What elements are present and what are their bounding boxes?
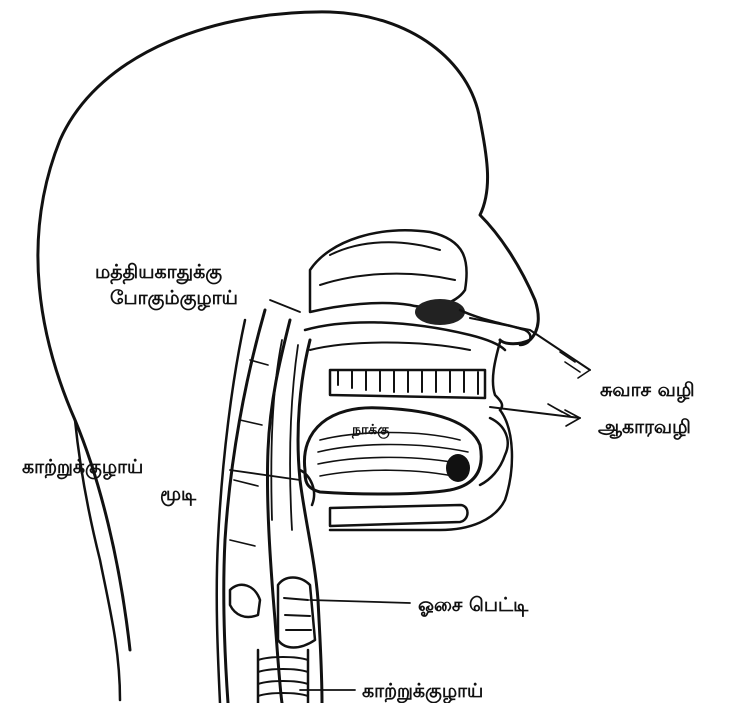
label-food-passage: ஆகாரவழி [598, 416, 691, 440]
upper-lip [493, 342, 502, 410]
arrowhead-air [560, 352, 590, 378]
leader-middle-ear [270, 300, 300, 312]
spine-front [217, 320, 245, 703]
label-windpipe: காற்றுக்குழாய் [362, 680, 483, 703]
label-middle-ear-tube-line2: போகும்குழாய் [110, 287, 238, 311]
leader-voice-box [310, 600, 410, 603]
nasal-turbinate [320, 242, 455, 285]
lower-lip [480, 418, 508, 485]
arrow-air-passage [470, 318, 590, 370]
label-voice-box: ஓசை பெட்டி [418, 594, 529, 616]
lower-jaw [330, 505, 468, 526]
palate-underside [310, 343, 470, 351]
tongue-hatching [318, 433, 468, 479]
spine-hatch [230, 360, 268, 546]
tongue-tip [446, 454, 470, 482]
label-windpipe-cover-line1: காற்றுக்குழாய் [22, 456, 143, 480]
windpipe-structure [258, 650, 308, 703]
spine-back [224, 310, 265, 703]
label-tongue: நாக்கு [351, 422, 390, 439]
label-windpipe-cover-line2: மூடி [160, 483, 197, 507]
pharynx-inner-line [271, 340, 298, 530]
pharynx-front-wall [298, 340, 322, 703]
label-middle-ear-tube-line1: மத்தியகாதுக்கு [95, 261, 222, 285]
label-air-passage: சுவாச வழி [600, 379, 695, 403]
upper-teeth [330, 370, 485, 398]
nasal-bone [415, 299, 465, 325]
